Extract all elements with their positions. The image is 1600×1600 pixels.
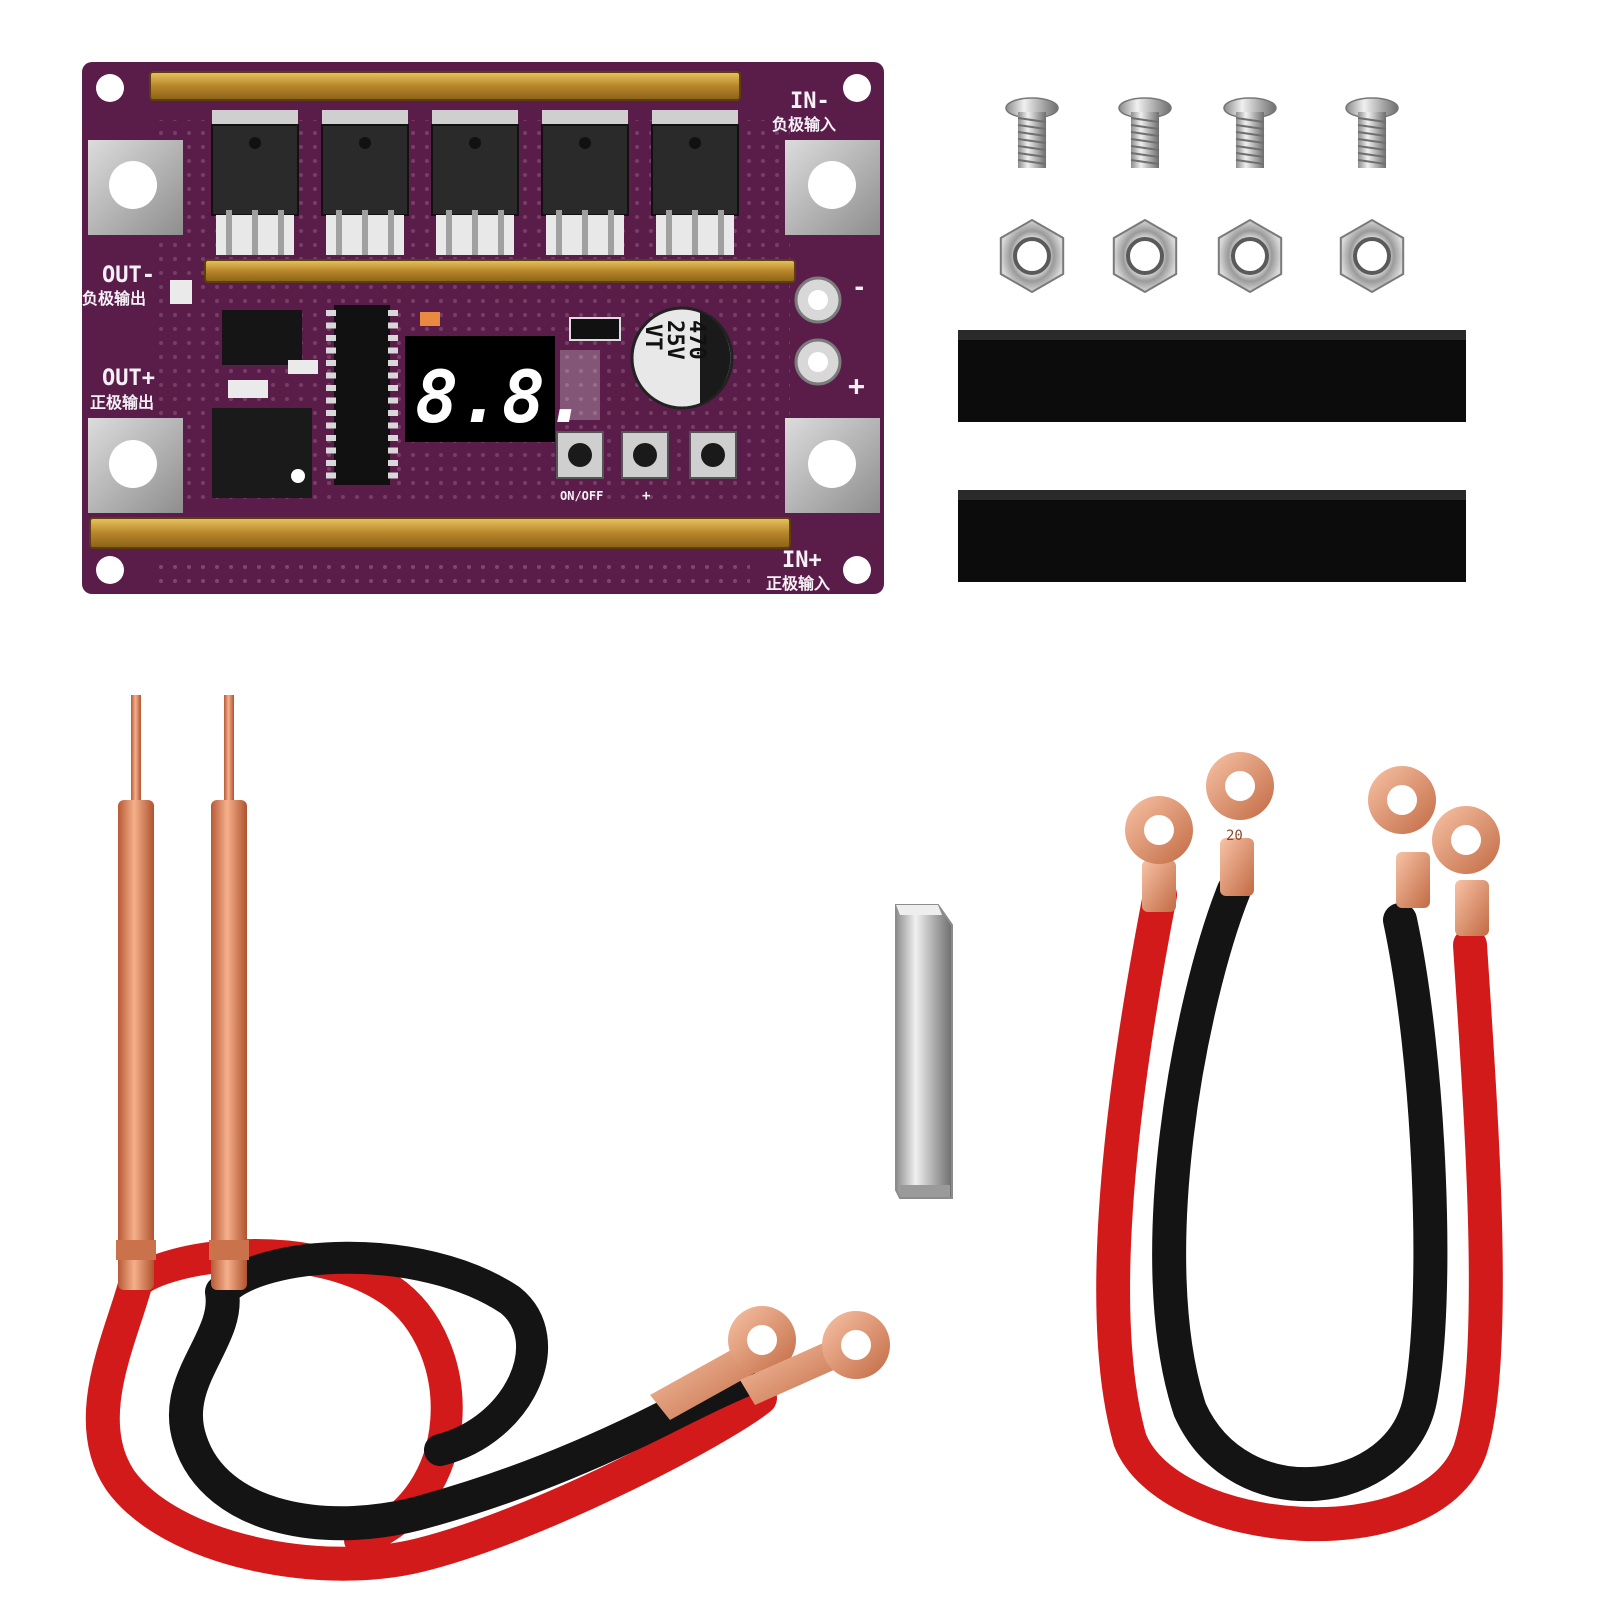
button-onoff	[556, 431, 604, 479]
heat-shrink-2-highlight	[958, 490, 1466, 500]
pad-hole-left-top	[109, 161, 157, 209]
pen-body-right	[211, 800, 247, 1290]
terminal-pos-hole	[808, 352, 828, 372]
screw-4	[1345, 97, 1399, 168]
display-readout: 8.8.	[415, 355, 588, 439]
mount-hole-bl	[96, 556, 124, 584]
nickel-strip-roll	[895, 904, 953, 1199]
label-in-pos: IN+	[782, 548, 822, 573]
mosfet-5	[651, 110, 739, 255]
ring-lug-cable-2: 20	[1206, 752, 1274, 896]
terminal-neg-mark: -	[852, 273, 866, 301]
mount-hole-br	[843, 556, 871, 584]
seven-segment-display	[405, 336, 555, 442]
button-plus-label: +	[642, 488, 650, 504]
resistor-array	[560, 350, 600, 420]
button-minus	[689, 431, 737, 479]
red-lead-loop	[119, 1238, 463, 1556]
label-out-pos-cn: 正极输出	[90, 393, 154, 412]
button-plus	[621, 431, 669, 479]
pad-hole-left-bottom	[109, 440, 157, 488]
pen-tip-right	[224, 695, 234, 805]
pen-tip-left	[131, 695, 141, 805]
pen-ferrule-right	[209, 1240, 249, 1260]
label-out-neg: OUT-	[102, 263, 155, 288]
ring-lug-pen-2	[740, 1311, 890, 1405]
mosfet-2	[321, 110, 409, 255]
capacitor-markings: 470 25V VT	[640, 320, 709, 360]
mosfet-3	[431, 110, 519, 255]
pen-body-left	[118, 800, 154, 1290]
button-onoff-label: ON/OFF	[560, 489, 603, 503]
mosfet-4	[541, 110, 629, 255]
nut-4	[1339, 218, 1405, 294]
gold-busbar-bottom	[89, 517, 791, 549]
terminal-neg-hole	[808, 290, 828, 310]
nut-2	[1112, 218, 1178, 294]
capacitor-voltage: 25V	[662, 320, 687, 360]
heat-shrink-tube-2	[958, 490, 1466, 582]
heat-shrink-tube-1	[958, 330, 1466, 422]
mount-hole-tr	[843, 74, 871, 102]
ring-lug-pen-1	[650, 1306, 796, 1420]
mosfet-1	[211, 110, 299, 255]
battery-cables: 20	[1096, 752, 1503, 1542]
label-in-neg: IN-	[790, 89, 830, 114]
gold-busbar-middle	[204, 259, 796, 283]
spot-welder-pcb: - + 8.8. 470 25V VT	[82, 62, 884, 594]
screw-2	[1118, 97, 1172, 168]
mosfet-row	[211, 110, 739, 255]
ring-lug-cable-3	[1368, 766, 1436, 908]
smd-component-2	[288, 360, 318, 374]
screw-1	[1005, 97, 1059, 168]
pad-hole-right-bottom	[808, 440, 856, 488]
pen-ferrule-left	[116, 1240, 156, 1260]
nut-1	[999, 218, 1065, 294]
ring-lug-cable-1	[1125, 796, 1193, 912]
label-in-neg-cn: 负极输入	[772, 115, 836, 134]
capacitor-brand: VT	[640, 324, 665, 351]
lug-stamp: 20	[1226, 828, 1243, 844]
buzzer	[212, 408, 312, 498]
buzzer-plus-mark	[291, 469, 305, 483]
nut-3	[1217, 218, 1283, 294]
chip-pins	[326, 310, 398, 479]
black-lead-loop	[206, 1241, 549, 1466]
regulator-chip	[222, 310, 302, 365]
black-battery-cable	[1152, 873, 1448, 1502]
red-lead-wire	[85, 1268, 777, 1581]
welding-pen-leads	[85, 695, 890, 1581]
diode	[569, 317, 621, 341]
heat-shrink-1-highlight	[958, 330, 1466, 340]
pad-hole-right-top	[808, 161, 856, 209]
red-battery-cable	[1096, 878, 1503, 1542]
terminal-pos-mark: +	[848, 369, 865, 402]
pcb-via-strip	[150, 560, 750, 588]
label-in-pos-cn: 正极输入	[766, 574, 830, 593]
gold-busbar-top	[149, 71, 741, 101]
capacitor-stripe	[700, 312, 731, 404]
microcontroller-chip	[334, 305, 390, 485]
status-led	[420, 312, 440, 326]
ring-lug-cable-4	[1432, 806, 1500, 936]
screw-3	[1223, 97, 1277, 168]
smd-component-1	[228, 380, 268, 398]
label-out-neg-cn: 负极输出	[82, 289, 146, 308]
label-out-pos: OUT+	[102, 366, 155, 391]
jumper-pad	[170, 280, 192, 304]
mount-hole-tl	[96, 74, 124, 102]
screw-nut-set	[999, 97, 1405, 294]
capacitor-value: 470	[684, 320, 709, 360]
